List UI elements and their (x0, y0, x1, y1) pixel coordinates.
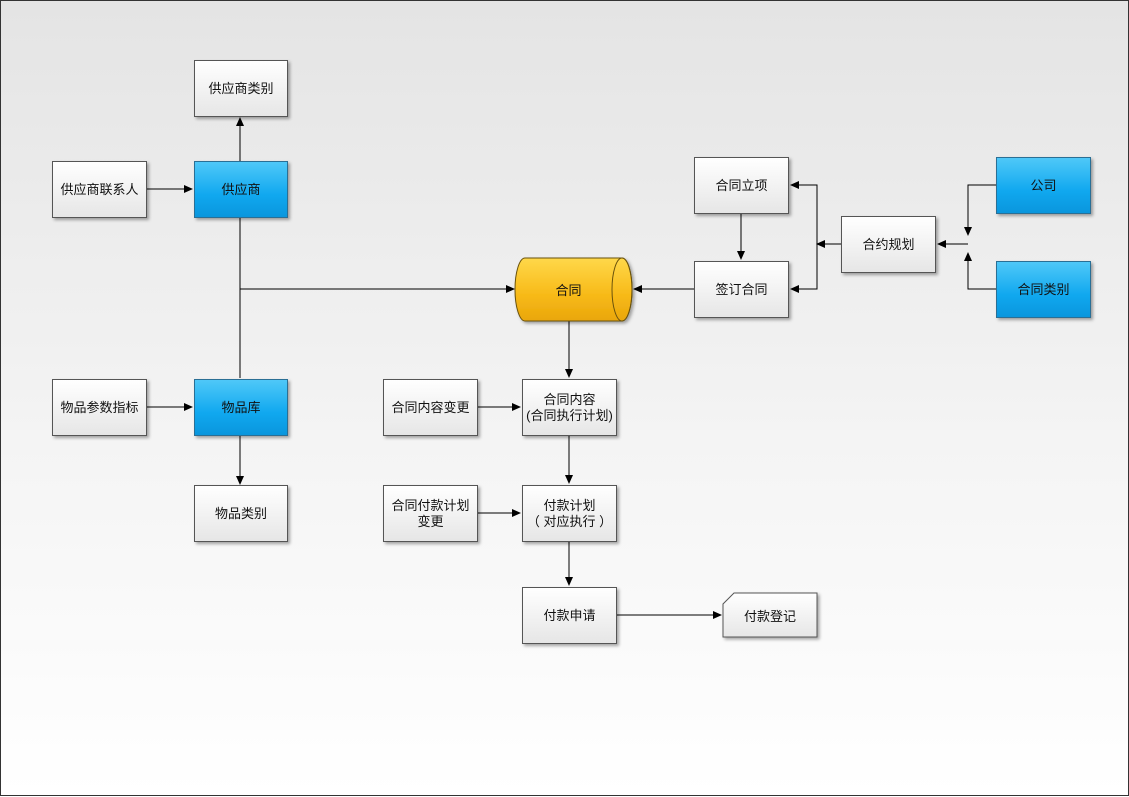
node-label: 供应商 (221, 181, 261, 197)
node-payment-request[interactable]: 付款申请 (522, 587, 617, 644)
payment-registration-shape (722, 592, 818, 638)
node-item-category[interactable]: 物品类别 (194, 485, 288, 542)
node-label-line2: 变更 (417, 513, 444, 529)
contract-cylinder (514, 257, 633, 322)
edge-category-to-merge (964, 252, 996, 290)
node-label: 物品库 (221, 399, 261, 415)
node-label: 合同类别 (1017, 281, 1070, 297)
node-supplier[interactable]: 供应商 (194, 161, 288, 218)
node-item-param-index[interactable]: 物品参数指标 (52, 379, 147, 436)
node-label: 付款登记 (743, 608, 796, 624)
node-company[interactable]: 公司 (996, 157, 1091, 214)
node-label-line2: (合同执行计划) (526, 407, 613, 423)
node-label: 供应商联系人 (60, 181, 139, 197)
node-label: 付款申请 (543, 607, 596, 623)
node-payment-registration[interactable]: 付款登记 (723, 593, 817, 637)
node-contract[interactable]: 合同 (515, 258, 622, 321)
edge-company-to-merge (964, 184, 996, 236)
edge-planning-to-signing (790, 244, 818, 293)
node-label: 合同 (555, 283, 582, 298)
node-label: 合同内容变更 (391, 399, 470, 415)
node-label: 合约规划 (862, 236, 915, 252)
node-label: 合同立项 (715, 177, 768, 193)
node-contract-initiation[interactable]: 合同立项 (694, 157, 789, 214)
node-label-line1: 合同付款计划 (391, 497, 470, 513)
node-contract-signing[interactable]: 签订合同 (694, 261, 789, 318)
node-contract-planning[interactable]: 合约规划 (841, 216, 936, 273)
node-label: 物品类别 (214, 505, 267, 521)
node-label-line1: 合同内容 (543, 391, 596, 407)
node-supplier-category[interactable]: 供应商类别 (194, 60, 288, 117)
node-contract-category[interactable]: 合同类别 (996, 261, 1091, 318)
node-contract-content[interactable]: 合同内容 (合同执行计划) (522, 379, 617, 436)
node-label-line1: 付款计划 (543, 497, 596, 513)
node-label: 供应商类别 (208, 80, 274, 96)
node-label: 物品参数指标 (60, 399, 139, 415)
node-label: 签订合同 (715, 281, 768, 297)
node-payment-plan[interactable]: 付款计划 （ 对应执行 ） (522, 485, 617, 542)
node-item-library[interactable]: 物品库 (194, 379, 288, 436)
node-label-line2: （ 对应执行 ） (526, 513, 613, 529)
node-contract-content-change[interactable]: 合同内容变更 (383, 379, 478, 436)
edge-planning-to-initiation (790, 181, 818, 244)
node-payment-plan-change[interactable]: 合同付款计划 变更 (383, 485, 478, 542)
node-supplier-contact[interactable]: 供应商联系人 (52, 161, 147, 218)
node-label: 公司 (1030, 177, 1057, 193)
